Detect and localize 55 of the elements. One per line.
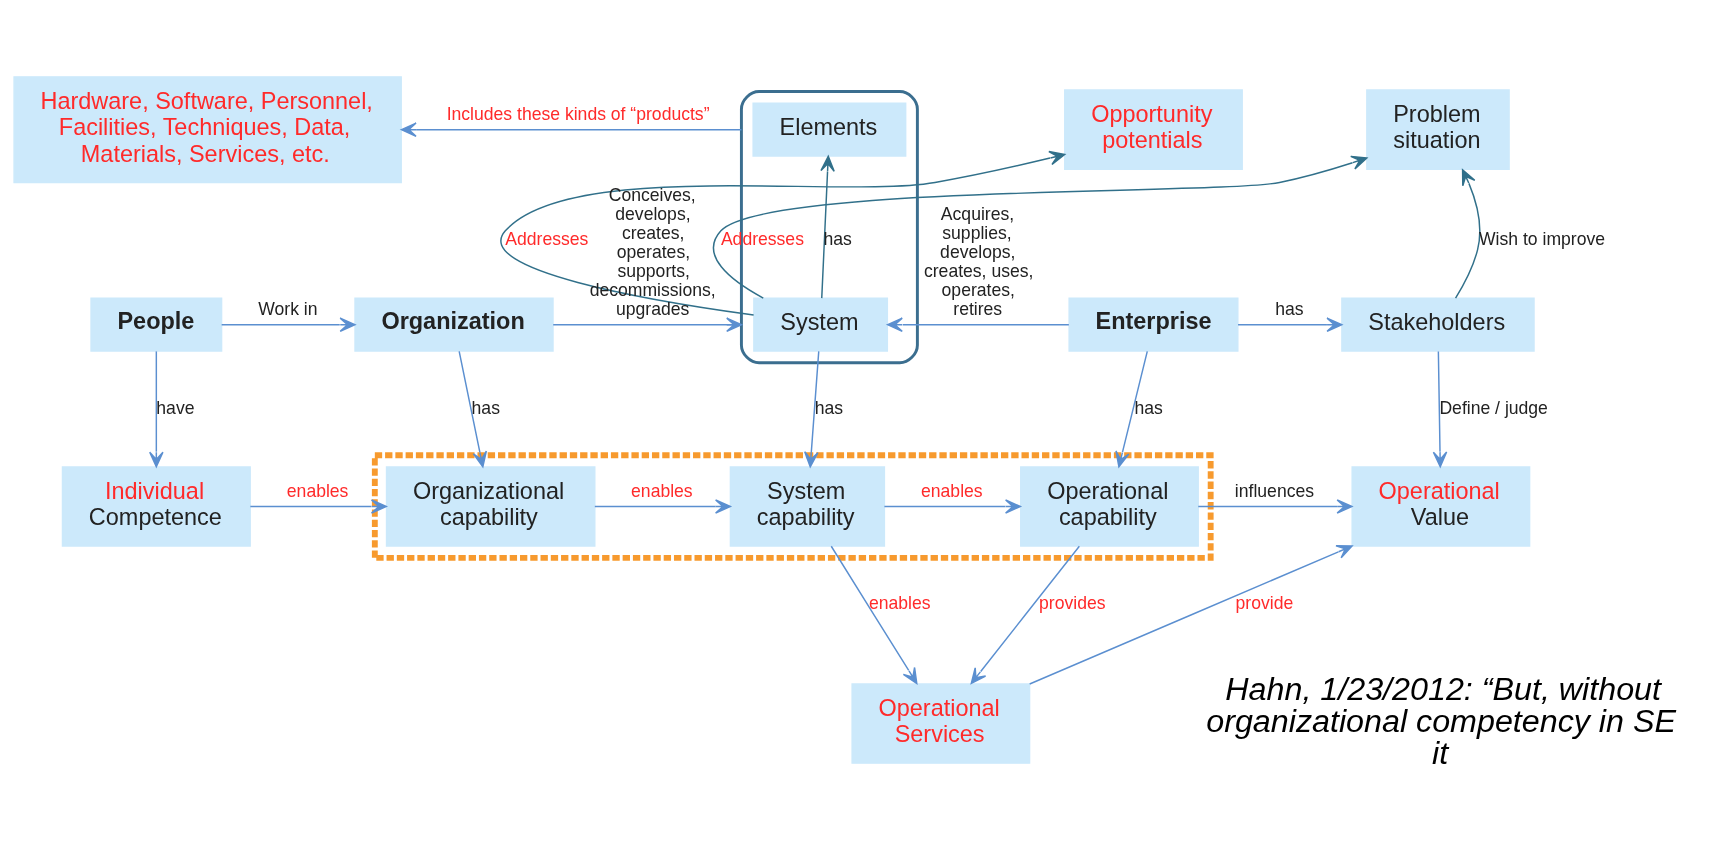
node-box: People — [90, 297, 223, 352]
edge-label: has — [814, 397, 844, 418]
node-box: Organizational capability — [385, 466, 596, 547]
arrow — [458, 350, 488, 468]
edge-label: provide — [1235, 592, 1294, 613]
edge-label: has — [1275, 299, 1304, 320]
arrow — [1237, 317, 1343, 333]
node-box: Operational Services — [851, 683, 1031, 764]
arrow — [830, 545, 918, 685]
node-box: Opportunity potentials — [1064, 89, 1243, 170]
arrow — [594, 499, 732, 514]
arrow — [1197, 499, 1353, 514]
node-box: System — [753, 297, 889, 352]
arrow — [712, 155, 1368, 299]
edge-label: provides — [1039, 592, 1106, 613]
edge-label: Acquires, supplies, develops, creates, uses, operates, retires — [923, 203, 1034, 320]
edge-label: enables — [631, 481, 693, 502]
arrow — [249, 499, 387, 514]
edge-label: Includes these kinds of “products” — [446, 104, 710, 125]
edge-label: Wish to improve — [1479, 228, 1606, 249]
node-box: System capability — [729, 466, 886, 547]
arrow — [500, 150, 1066, 316]
edge-label: enables — [921, 481, 983, 502]
arrow — [804, 350, 820, 468]
arrow — [220, 317, 356, 333]
node-box: Operational capability — [1020, 466, 1199, 547]
node-box: Operational Value — [1351, 466, 1531, 547]
label: Hahn, 1/23/2012: “But, without organizational competency in SE it — [1206, 670, 1676, 772]
node-box: Enterprise — [1068, 297, 1239, 352]
node-box: Organization — [354, 297, 554, 352]
arrow — [820, 155, 835, 299]
arrow — [552, 317, 743, 333]
edge-label: has — [471, 397, 500, 418]
arrow — [1432, 350, 1448, 468]
arrow — [886, 317, 1070, 333]
edge-label: influences — [1234, 481, 1315, 502]
edge-label: Addresses — [505, 228, 589, 249]
edge-label: enables — [869, 592, 931, 613]
edge-label: Define / judge — [1439, 397, 1548, 418]
arrow — [970, 545, 1081, 685]
arrow — [400, 122, 743, 137]
edge-label: have — [156, 397, 195, 418]
node-box: Elements — [752, 102, 907, 157]
node-box: Individual Competence — [61, 466, 251, 547]
edge-label: Work in — [258, 299, 318, 320]
node-box: Stakeholders — [1341, 297, 1535, 352]
node-box: Hardware, Software, Personnel, Facilities, Techniques, Data, Materials, Services, etc. — [13, 76, 402, 184]
arrow — [883, 499, 1022, 514]
arrow — [1454, 169, 1481, 299]
arrow — [1028, 545, 1353, 685]
edge-label: has — [1134, 397, 1163, 418]
node-box: Problem situation — [1366, 89, 1510, 170]
arrow — [1115, 350, 1148, 468]
edge-label: enables — [286, 481, 349, 502]
arrow — [149, 350, 164, 468]
